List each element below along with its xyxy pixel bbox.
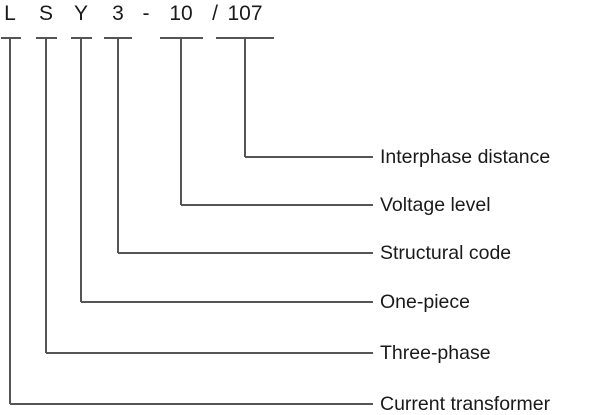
code-segment-S: S	[38, 2, 53, 25]
code-segment-107: 107	[227, 2, 263, 25]
code-segment-10: 10	[169, 2, 193, 25]
callout-label-5: Interphase distance	[380, 146, 551, 168]
callout-label-1: Three-phase	[380, 342, 491, 364]
code-segment-3: 3	[112, 2, 124, 25]
callout-label-3: Structural code	[380, 242, 512, 264]
code-separator-1: /	[212, 2, 218, 25]
code-segment-Y: Y	[73, 2, 88, 25]
code-segment-L: L	[4, 2, 16, 25]
callout-label-2: One-piece	[380, 291, 470, 313]
code-separator-0: -	[142, 2, 150, 25]
callout-label-0: Current transformer	[380, 393, 551, 415]
callout-label-4: Voltage level	[380, 194, 491, 216]
